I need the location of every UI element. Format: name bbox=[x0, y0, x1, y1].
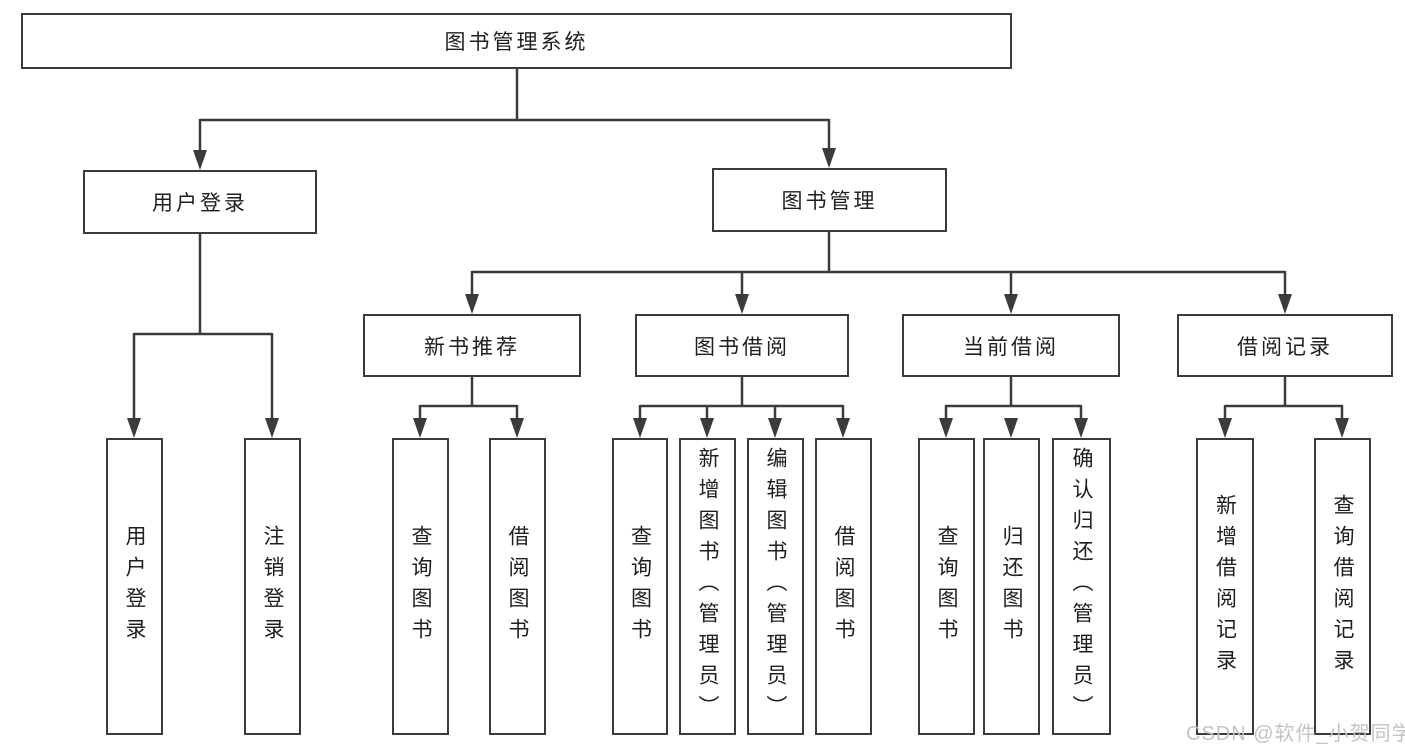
connector-userlogin-split bbox=[132, 234, 274, 420]
leaf-current-query-book-label: 查询图书 bbox=[935, 524, 958, 649]
leaf-borrow-query-book: 查询图书 bbox=[612, 438, 668, 735]
leaf-borrow-borrow-book: 借阅图书 bbox=[815, 438, 872, 735]
leaf-borrow-query-book-label: 查询图书 bbox=[628, 524, 652, 649]
node-root: 图书管理系统 bbox=[21, 13, 1012, 69]
leaf-user-login-label: 用户登录 bbox=[123, 524, 146, 649]
arrow-icon bbox=[413, 418, 427, 438]
arrow-icon bbox=[768, 418, 782, 438]
arrow-icon bbox=[700, 418, 714, 438]
arrow-icon bbox=[735, 294, 749, 314]
arrow-icon bbox=[1004, 418, 1018, 438]
arrow-icon bbox=[1218, 418, 1232, 438]
connector-bookborrow-split bbox=[638, 377, 845, 420]
arrow-icon bbox=[265, 418, 279, 438]
arrow-icon bbox=[465, 294, 479, 314]
arrow-icon bbox=[633, 418, 647, 438]
arrow-icon bbox=[1278, 294, 1292, 314]
leaf-recommend-query-book-label: 查询图书 bbox=[409, 524, 432, 649]
csdn-watermark: CSDN @软件_小贺同学 bbox=[1186, 723, 1405, 745]
arrow-icon bbox=[836, 418, 850, 438]
node-borrow-records: 借阅记录 bbox=[1177, 314, 1393, 377]
leaf-current-query-book: 查询图书 bbox=[918, 438, 975, 735]
arrow-icon bbox=[1335, 418, 1349, 438]
leaf-logout-login-label: 注销登录 bbox=[261, 524, 284, 649]
node-new-book-recommend: 新书推荐 bbox=[363, 314, 581, 377]
connector-root-split bbox=[198, 69, 831, 152]
arrow-icon bbox=[1074, 418, 1088, 438]
leaf-current-return-book-label: 归还图书 bbox=[1000, 524, 1023, 649]
arrow-icon bbox=[1004, 294, 1018, 314]
arrow-icon bbox=[127, 418, 141, 438]
arrow-icon bbox=[193, 150, 207, 170]
node-current-borrow: 当前借阅 bbox=[902, 314, 1120, 377]
leaf-records-query-record: 查询借阅记录 bbox=[1314, 438, 1371, 735]
arrow-icon bbox=[939, 418, 953, 438]
connector-bookmgmt-split bbox=[470, 232, 1287, 296]
leaf-records-query-record-label: 查询借阅记录 bbox=[1331, 493, 1354, 680]
leaf-recommend-borrow-book: 借阅图书 bbox=[489, 438, 546, 735]
node-user-login: 用户登录 bbox=[83, 170, 317, 234]
node-book-borrow: 图书借阅 bbox=[635, 314, 849, 377]
leaf-recommend-borrow-book-label: 借阅图书 bbox=[506, 524, 529, 649]
leaf-logout-login: 注销登录 bbox=[244, 438, 301, 735]
leaf-records-add-record-label: 新增借阅记录 bbox=[1213, 493, 1237, 680]
leaf-records-add-record: 新增借阅记录 bbox=[1196, 438, 1254, 735]
leaf-current-confirm-return-admin-label: 确认归还（管理员） bbox=[1070, 447, 1093, 726]
leaf-borrow-add-book-admin: 新增图书（管理员） bbox=[679, 438, 736, 735]
leaf-current-return-book: 归还图书 bbox=[983, 438, 1040, 735]
connector-currentborrow-split bbox=[944, 377, 1083, 420]
arrow-icon bbox=[510, 418, 524, 438]
arrowheads bbox=[127, 148, 1349, 438]
connector-newbook-split bbox=[418, 377, 519, 420]
leaf-borrow-borrow-book-label: 借阅图书 bbox=[832, 524, 855, 649]
node-book-management: 图书管理 bbox=[712, 168, 947, 232]
leaf-borrow-add-book-admin-label: 新增图书（管理员） bbox=[696, 447, 719, 726]
leaf-borrow-edit-book-admin-label: 编辑图书（管理员） bbox=[764, 447, 787, 726]
leaf-recommend-query-book: 查询图书 bbox=[392, 438, 449, 735]
leaf-current-confirm-return-admin: 确认归还（管理员） bbox=[1052, 438, 1111, 735]
leaf-user-login: 用户登录 bbox=[106, 438, 163, 735]
connector-records-split bbox=[1223, 377, 1344, 420]
leaf-borrow-edit-book-admin: 编辑图书（管理员） bbox=[747, 438, 804, 735]
arrow-icon bbox=[822, 148, 836, 168]
